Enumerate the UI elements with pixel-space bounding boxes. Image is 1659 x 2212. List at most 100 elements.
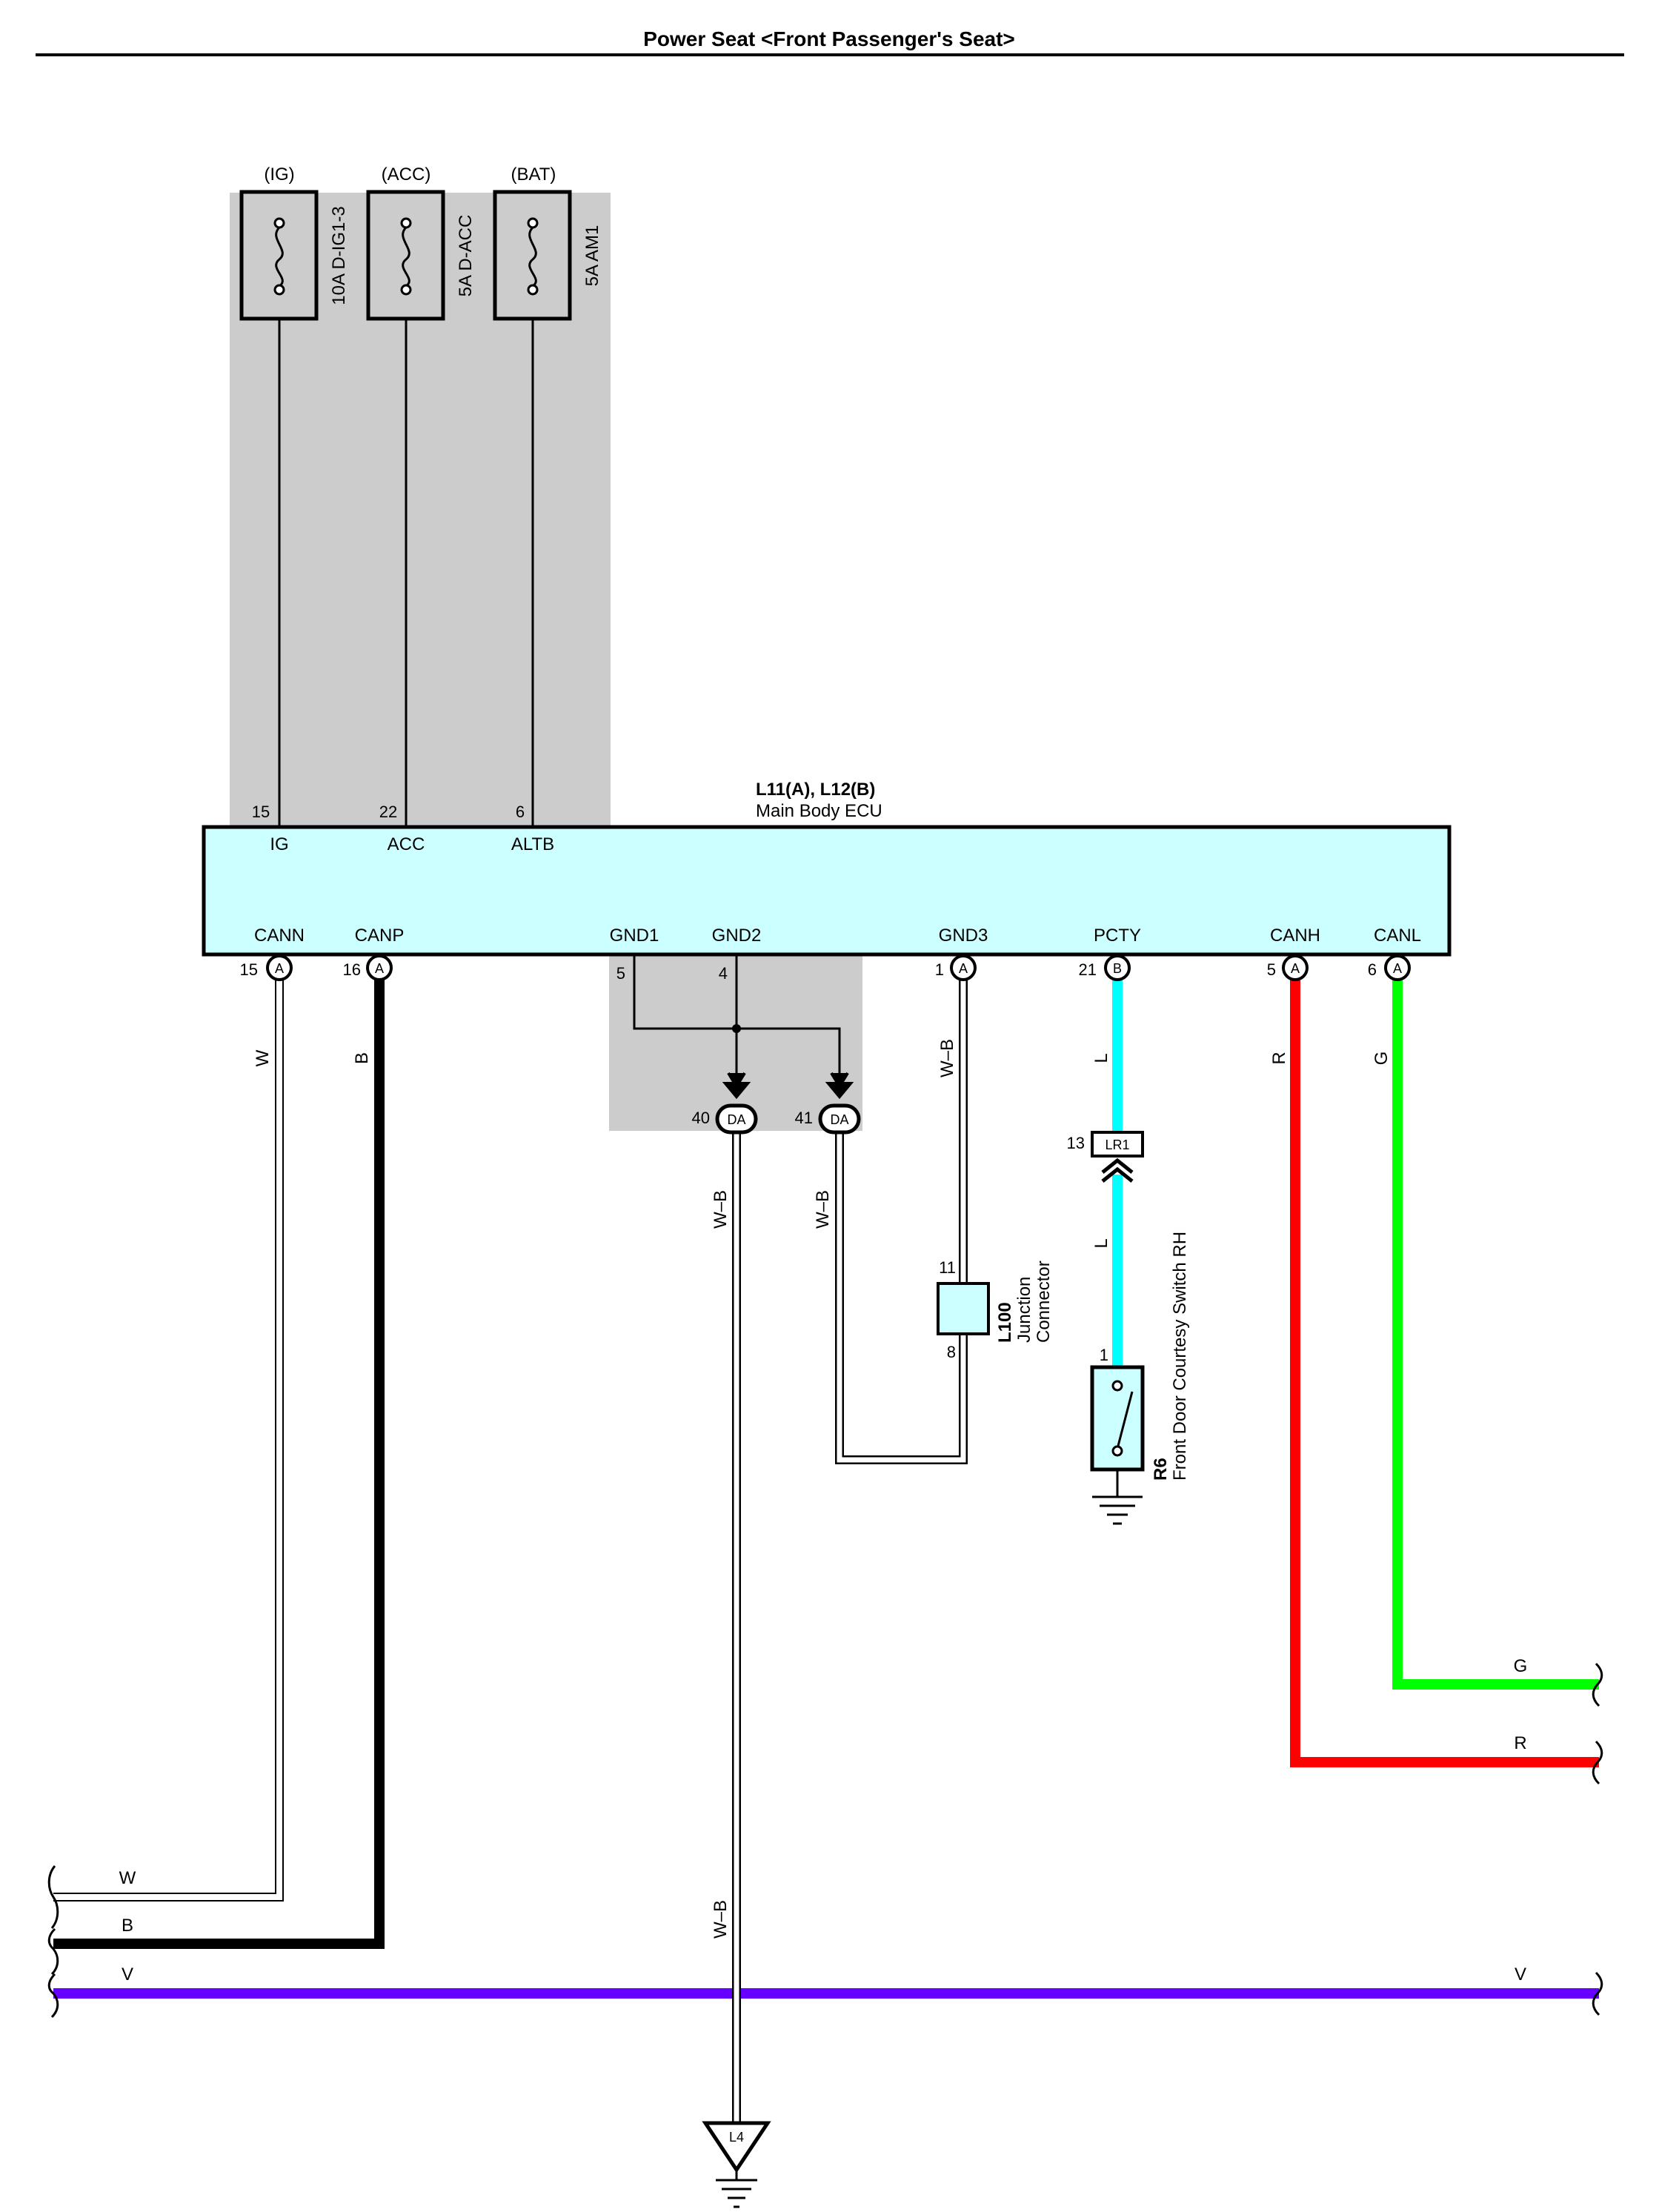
wire-break-icon bbox=[47, 1927, 59, 1976]
fuse-icon bbox=[275, 226, 284, 288]
pin-name: CANN bbox=[254, 926, 305, 946]
svg-text:LR1: LR1 bbox=[1105, 1137, 1129, 1152]
wire-w bbox=[53, 978, 284, 1902]
pin-number: 8 bbox=[947, 1343, 956, 1361]
fuse-rating-label: 5A AM1 bbox=[582, 225, 602, 287]
wire-break-icon bbox=[1592, 1740, 1603, 1785]
pin-number: 1 bbox=[935, 960, 944, 979]
svg-text:A: A bbox=[959, 961, 968, 976]
pin-number: 21 bbox=[1079, 960, 1097, 979]
l100-name: Junction bbox=[1014, 1277, 1034, 1343]
wire-break-icon bbox=[1592, 1662, 1603, 1707]
wire-break-icon bbox=[1592, 1971, 1603, 2016]
pin-number: 15 bbox=[252, 803, 270, 821]
l100-name: Connector bbox=[1034, 1261, 1054, 1343]
pin-name: IG bbox=[270, 834, 288, 854]
arrow-icon bbox=[825, 1072, 854, 1100]
pin-number: 16 bbox=[343, 960, 361, 979]
splice-point bbox=[732, 1024, 741, 1033]
ecu-name: Main Body ECU bbox=[756, 801, 882, 821]
wire-color-label: R bbox=[1269, 1052, 1289, 1064]
arrow-icon bbox=[722, 1072, 751, 1100]
fuse-source-label: (ACC) bbox=[382, 165, 431, 185]
fuse-icon bbox=[528, 226, 537, 288]
svg-text:A: A bbox=[1291, 961, 1300, 976]
pin-number: 15 bbox=[240, 960, 258, 979]
wire-color-label: G bbox=[1514, 1656, 1528, 1676]
wire-color-label: V bbox=[1515, 1964, 1526, 1985]
wire-g bbox=[1392, 978, 1599, 1690]
wire-color-label: L bbox=[1091, 1053, 1111, 1063]
junction-da-40: 40 DA bbox=[692, 1103, 758, 1135]
switch-r6: 1 R6 Front Door Courtesy Switch RH bbox=[1090, 1232, 1190, 1525]
svg-text:DA: DA bbox=[830, 1112, 848, 1127]
pin-name: CANH bbox=[1270, 926, 1320, 946]
r6-name: Front Door Courtesy Switch RH bbox=[1170, 1232, 1190, 1481]
l100-code: L100 bbox=[995, 1302, 1015, 1343]
junction-da-41: 41 DA bbox=[795, 1103, 861, 1135]
connector-marker: A bbox=[950, 954, 977, 981]
wire-color-label: W bbox=[119, 1868, 136, 1888]
pin-number: 1 bbox=[1100, 1346, 1108, 1364]
pin-number: 4 bbox=[719, 964, 728, 983]
wire-color-label: W–B bbox=[711, 1190, 731, 1229]
wire-color-label: G bbox=[1372, 1052, 1392, 1066]
connector-marker: B bbox=[1104, 954, 1131, 981]
wire-color-label: W–B bbox=[711, 1900, 731, 1939]
pin-name: GND1 bbox=[610, 926, 659, 946]
ecu-code: L11(A), L12(B) bbox=[756, 780, 875, 800]
wire-color-label: W bbox=[253, 1049, 273, 1066]
fuse-source-label: (IG) bbox=[264, 165, 294, 185]
wire-color-label: W–B bbox=[813, 1190, 833, 1229]
pin-name: CANP bbox=[355, 926, 405, 946]
connector-marker: A bbox=[1282, 954, 1309, 981]
wire-color-label: L bbox=[1091, 1238, 1111, 1248]
switch-icon bbox=[1116, 1391, 1134, 1449]
pin-number: 5 bbox=[1267, 960, 1276, 979]
pin-name: GND3 bbox=[939, 926, 988, 946]
pin-number: 5 bbox=[616, 964, 625, 983]
connector-marker: A bbox=[366, 954, 393, 981]
wire-color-label: B bbox=[122, 1916, 133, 1936]
fuse-rating-label: 5A D-ACC bbox=[456, 215, 476, 297]
junction-connector-l100: 11 8 L100 Junction Connector bbox=[937, 1258, 1054, 1361]
ground-icon bbox=[1092, 1495, 1143, 1525]
wire-color-label: V bbox=[122, 1964, 133, 1985]
pin-name: GND2 bbox=[712, 926, 762, 946]
wire-break-icon bbox=[47, 1973, 59, 2019]
connector-marker: A bbox=[1384, 954, 1411, 981]
connector-lr1: 13 LR1 bbox=[1067, 1131, 1144, 1183]
fuse-ig: (IG) 10A D-IG1-3 bbox=[239, 165, 349, 321]
wire-r bbox=[1290, 978, 1599, 1767]
ground-icon bbox=[716, 2179, 757, 2208]
svg-text:A: A bbox=[275, 961, 284, 976]
ground-code: L4 bbox=[729, 2130, 744, 2145]
page-title: Power Seat <Front Passenger's Seat> bbox=[643, 27, 1015, 50]
pin-number: 41 bbox=[795, 1109, 813, 1127]
svg-text:A: A bbox=[375, 961, 384, 976]
pin-number: 40 bbox=[692, 1109, 710, 1127]
wire-break-icon bbox=[47, 1865, 59, 1929]
main-body-ecu bbox=[202, 825, 1452, 957]
pin-name: PCTY bbox=[1094, 926, 1141, 946]
r6-code: R6 bbox=[1151, 1458, 1171, 1481]
fuse-bat: (BAT) 5A AM1 bbox=[493, 165, 602, 321]
ground-l4: L4 bbox=[702, 2121, 771, 2208]
pin-number: 13 bbox=[1067, 1134, 1085, 1152]
fuse-icon bbox=[402, 226, 410, 288]
wire-color-label: W–B bbox=[937, 1039, 957, 1077]
svg-text:DA: DA bbox=[727, 1112, 745, 1127]
wire-color-label: R bbox=[1514, 1733, 1526, 1753]
svg-text:B: B bbox=[1113, 961, 1122, 976]
pin-number: 22 bbox=[379, 803, 397, 821]
fuse-rating-label: 10A D-IG1-3 bbox=[329, 206, 349, 305]
fuse-acc: (ACC) 5A D-ACC bbox=[366, 165, 476, 321]
pin-name: CANL bbox=[1374, 926, 1421, 946]
pin-name: ACC bbox=[388, 834, 425, 854]
pin-number: 6 bbox=[1368, 960, 1377, 979]
fuse-shade-area bbox=[230, 193, 611, 828]
pin-name: ALTB bbox=[511, 834, 554, 854]
pin-number: 11 bbox=[939, 1258, 956, 1277]
connector-marker: A bbox=[266, 954, 293, 981]
